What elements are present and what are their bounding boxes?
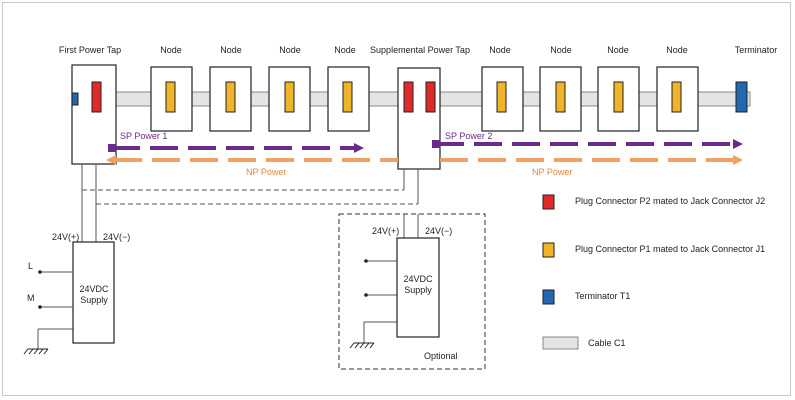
ground-icon [23, 348, 49, 355]
np-power-label: NP Power [246, 167, 287, 177]
optional-v-minus-label: 24V(−) [425, 226, 453, 236]
optional-supply-wiring [363, 214, 419, 343]
supply-left-name-1: 24VDC [79, 284, 109, 294]
legend-swatch-cable [542, 336, 579, 350]
connector-p1 [671, 81, 682, 113]
legend-swatch-p2 [542, 194, 555, 210]
ground-icon [349, 342, 375, 349]
node-label: Node [666, 45, 688, 55]
node-right-4 [656, 66, 699, 132]
supply-left-box [72, 241, 115, 344]
node-label: Node [489, 45, 511, 55]
terminal-m-label: M [27, 293, 35, 303]
node-left-3 [268, 66, 311, 132]
supplemental-power-tap-label: Supplemental Power Tap [370, 45, 470, 55]
first-power-tap-label: First Power Tap [58, 45, 122, 55]
legend-p2-label: Plug Connector P2 mated to Jack Connecto… [575, 196, 766, 206]
supply-optional-box [396, 237, 440, 338]
diagram-frame [2, 2, 791, 396]
optional-supply-frame [338, 213, 486, 370]
connector-p2 [403, 81, 414, 113]
node-left-2 [209, 66, 252, 132]
connector-p1 [613, 81, 624, 113]
node-right-2 [539, 66, 582, 132]
connector-p1 [284, 81, 295, 113]
supply-optional-name-2: Supply [404, 285, 432, 295]
np-power-arrow [106, 155, 743, 165]
legend-t1-label: Terminator T1 [575, 291, 631, 301]
first-tap-wiring [81, 164, 419, 242]
connector-p1 [165, 81, 176, 113]
node-label: Node [220, 45, 242, 55]
connector-p1 [342, 81, 353, 113]
terminator-label: Terminator [734, 45, 778, 55]
optional-v-plus-label: 24V(+) [372, 226, 400, 236]
sp-power-2-arrow [432, 139, 743, 149]
node-right-1 [481, 66, 524, 132]
connector-p1 [496, 81, 507, 113]
legend-cable-label: Cable C1 [588, 338, 626, 348]
node-label: Node [279, 45, 301, 55]
connector-p1 [225, 81, 236, 113]
node-label: Node [607, 45, 629, 55]
sp-power-1-label: SP Power 1 [120, 131, 168, 141]
node-left-4 [327, 66, 370, 132]
node-left-1 [150, 66, 193, 132]
connector-p1 [555, 81, 566, 113]
node-label: Node [160, 45, 182, 55]
node-right-3 [597, 66, 640, 132]
terminal-l-label: L [28, 261, 34, 271]
terminator-left [71, 92, 79, 106]
legend-swatch-t1 [542, 289, 555, 305]
connector-p2 [425, 81, 436, 113]
terminal-dot-l [38, 270, 42, 274]
legend-p1-label: Plug Connector P1 mated to Jack Connecto… [575, 244, 766, 254]
terminator-t1 [735, 81, 748, 113]
sp-power-2-label: SP Power 2 [445, 131, 493, 141]
node-label: Node [550, 45, 572, 55]
legend-swatch-p1 [542, 242, 555, 258]
left-v-plus-label: 24V(+) [52, 232, 80, 242]
np-power-label: NP Power [532, 167, 573, 177]
terminal-dot [364, 259, 368, 263]
sp-power-1-arrow [108, 143, 364, 153]
terminal-dot-m [38, 305, 42, 309]
supply-left-inputs [37, 271, 73, 349]
node-label: Node [334, 45, 356, 55]
connector-p2 [91, 81, 102, 113]
optional-label: Optional [424, 351, 458, 361]
supply-left-name-2: Supply [80, 295, 108, 305]
terminal-dot [364, 293, 368, 297]
supply-optional-name-1: 24VDC [403, 274, 433, 284]
left-v-minus-label: 24V(−) [103, 232, 131, 242]
